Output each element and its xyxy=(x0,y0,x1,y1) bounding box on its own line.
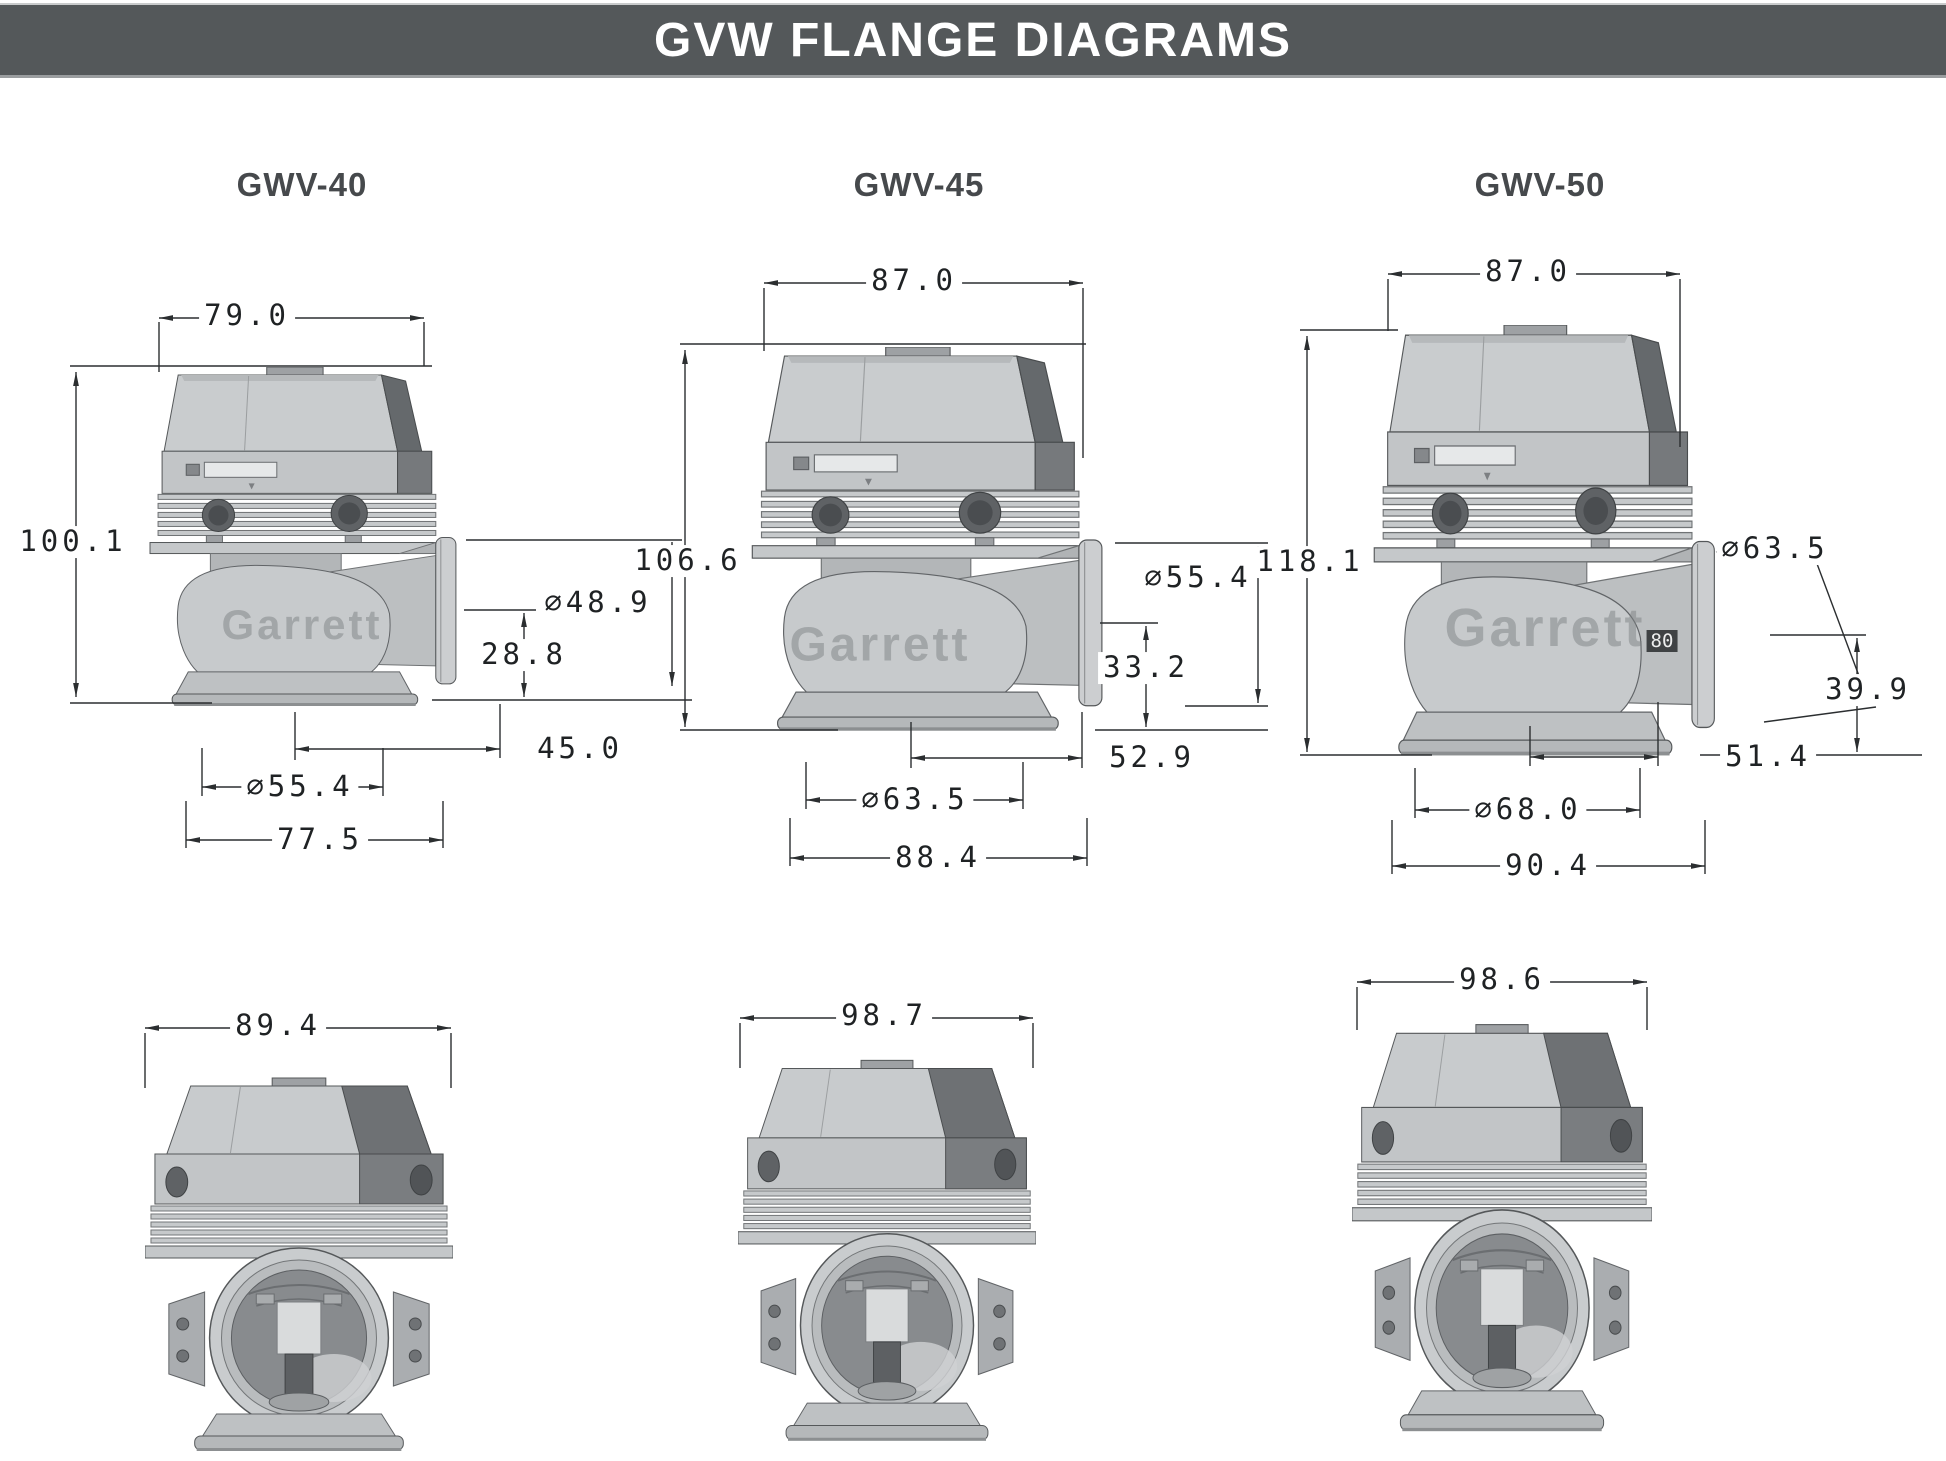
dim-gwv50-outlet-offset: 39.9 xyxy=(1820,673,1916,706)
dim-gwv45-outlet-offset: 33.2 xyxy=(1098,651,1194,684)
model-title-gwv40: GWV-40 xyxy=(236,166,368,203)
garrett-watermark-gwv50: Garrett xyxy=(1444,598,1646,658)
dim-gwv40-overall-height: 100.1 xyxy=(14,525,132,558)
dim-gwv40-center-to-outlet: 45.0 xyxy=(532,732,628,765)
dim-gwv40-inlet-diameter: ∅55.4 xyxy=(241,770,359,803)
dim-gwv50-outlet-diameter: ∅63.5 xyxy=(1716,532,1834,565)
dim-gwv50-front-width: 98.6 xyxy=(1454,963,1550,996)
page-title: GVW FLANGE DIAGRAMS xyxy=(654,13,1292,67)
dim-gwv40-actuator-width: 79.0 xyxy=(199,299,295,332)
dim-gwv45-inlet-diameter: ∅63.5 xyxy=(856,783,974,816)
dim-gwv45-actuator-width: 87.0 xyxy=(866,264,962,297)
dim-gwv45-outlet-diameter: ∅55.4 xyxy=(1139,561,1257,594)
gwv50-cast-mark-badge: 80 xyxy=(1646,630,1678,652)
dim-gwv50-inlet-diameter: ∅68.0 xyxy=(1469,793,1587,826)
dim-gwv40-base-width: 77.5 xyxy=(272,823,368,856)
model-title-gwv45: GWV-45 xyxy=(853,166,985,203)
gwv40-dimension-lines xyxy=(70,315,692,1088)
dim-gwv50-actuator-width: 87.0 xyxy=(1480,255,1576,288)
dim-gwv50-base-width: 90.4 xyxy=(1500,849,1596,882)
dim-gwv45-overall-height: 106.6 xyxy=(629,544,747,577)
dim-gwv50-overall-height: 118.1 xyxy=(1251,545,1369,578)
dim-gwv40-front-width: 89.4 xyxy=(230,1009,326,1042)
garrett-watermark-gwv40: Garrett xyxy=(221,601,383,648)
model-title-gwv50: GWV-50 xyxy=(1474,166,1606,203)
dim-gwv45-base-width: 88.4 xyxy=(890,841,986,874)
garrett-watermark-gwv45: Garrett xyxy=(789,618,971,672)
dim-gwv45-front-width: 98.7 xyxy=(836,999,932,1032)
dim-gwv40-outlet-diameter: ∅48.9 xyxy=(539,586,657,619)
dim-gwv45-center-to-outlet: 52.9 xyxy=(1104,741,1200,774)
title-bar: GVW FLANGE DIAGRAMS xyxy=(0,3,1946,78)
dim-gwv40-outlet-offset: 28.8 xyxy=(476,638,572,671)
gwv50-dimension-lines xyxy=(1300,271,1922,1030)
dim-gwv50-center-to-outlet: 51.4 xyxy=(1720,740,1816,773)
